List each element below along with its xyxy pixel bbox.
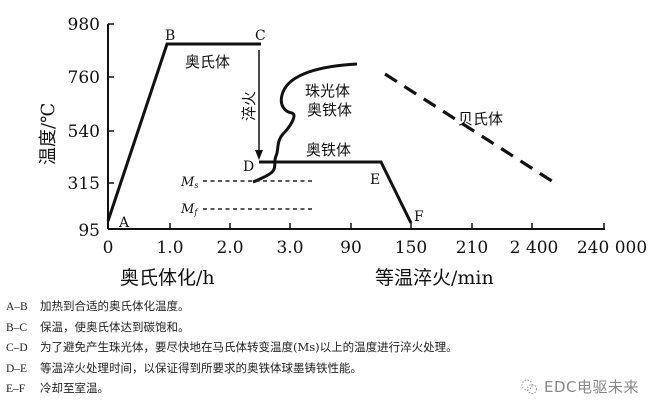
svg-text:3.0: 3.0 <box>276 238 303 258</box>
pearlite-curve <box>252 62 358 184</box>
svg-text:F: F <box>414 209 424 225</box>
svg-text:E: E <box>370 172 380 188</box>
wechat-logo-icon <box>521 379 537 394</box>
mf-label: Mf <box>180 202 199 217</box>
svg-text:240 000: 240 000 <box>577 238 647 258</box>
note-key: C–D <box>6 342 28 354</box>
watermark-text: EDC电驱未来 <box>544 378 640 396</box>
svg-text:A: A <box>118 215 130 231</box>
note-a-b: A–B 加热到合适的奥氏体化温度。 <box>6 297 458 318</box>
region-pearlite: 珠光体 <box>305 82 350 100</box>
svg-text:540: 540 <box>68 122 100 142</box>
region-austenite: 奥氏体 <box>185 53 230 71</box>
note-d-e: D–E 等温淬火处理时间，以保证得到所要求的奥铁体球墨铸铁性能。 <box>6 359 458 380</box>
svg-text:315: 315 <box>68 174 100 194</box>
watermark: EDC电驱未来 <box>520 376 639 397</box>
x-tick-labels: 0 1.0 2.0 3.0 90 150 210 2 400 240 000 <box>103 238 648 258</box>
x-axis-label-austenitizing: 奥氏体化/h <box>120 267 215 289</box>
note-key: E–F <box>6 383 26 395</box>
note-e-f: E–F 冷却至室温。 <box>6 379 458 400</box>
y-axis-label: 温度/℃ <box>38 103 59 165</box>
svg-text:150: 150 <box>395 238 427 258</box>
note-text: 冷却至室温。 <box>40 381 109 395</box>
y-tick-labels: 980 760 540 315 95 <box>68 15 100 241</box>
x-ticks <box>169 223 605 229</box>
svg-text:980: 980 <box>68 15 100 35</box>
svg-text:C: C <box>255 28 266 44</box>
svg-text:2.0: 2.0 <box>216 238 243 258</box>
svg-text:210: 210 <box>456 238 488 258</box>
note-text: 等温淬火处理时间，以保证得到所要求的奥铁体球墨铸铁性能。 <box>40 360 362 375</box>
region-quench: 淬火 <box>240 91 258 121</box>
region-bainite: 贝氏体 <box>458 110 503 128</box>
heat-treatment-diagram: 980 760 540 315 95 温度/℃ 0 1.0 2.0 3.0 90… <box>38 15 648 289</box>
point-labels: A B C D E F <box>118 28 424 231</box>
svg-text:2 400: 2 400 <box>510 238 559 258</box>
svg-text:760: 760 <box>68 68 100 88</box>
region-ausferrite-upper: 奥铁体 <box>307 101 352 119</box>
path-a-b-c <box>106 42 261 222</box>
note-key: B–C <box>6 321 28 334</box>
svg-text:0: 0 <box>103 238 114 258</box>
quench-arrow-icon <box>255 150 263 160</box>
svg-text:95: 95 <box>78 221 100 241</box>
bainite-boundary <box>384 72 559 187</box>
y-ticks <box>108 23 114 184</box>
note-text: 保温，使奥氏体达到碳饱和。 <box>40 319 190 334</box>
svg-text:1.0: 1.0 <box>156 238 183 258</box>
note-c-d: C–D 为了避免产生珠光体，要尽快地在马氏体转变温度(Ms)以上的温度进行淬火处理… <box>6 338 458 359</box>
note-text: 加热到合适的奥氏体化温度。 <box>40 299 190 313</box>
region-ausferrite-lower: 奥铁体 <box>306 141 351 159</box>
svg-text:90: 90 <box>340 238 362 258</box>
path-d-e-f <box>259 160 413 224</box>
ms-label: Ms <box>180 175 198 190</box>
note-text: 为了避免产生珠光体，要尽快地在马氏体转变温度(Ms)以上的温度进行淬火处理。 <box>40 340 458 354</box>
x-axis-label-austempering: 等温淬火/min <box>375 267 494 289</box>
svg-text:B: B <box>165 28 175 44</box>
svg-text:D: D <box>243 159 254 175</box>
process-notes: A–B 加热到合适的奥氏体化温度。 B–C 保温，使奥氏体达到碳饱和。 C–D 为了避… <box>6 297 458 400</box>
note-b-c: B–C 保温，使奥氏体达到碳饱和。 <box>6 318 458 339</box>
note-key: A–B <box>6 301 28 313</box>
note-key: D–E <box>6 362 28 375</box>
